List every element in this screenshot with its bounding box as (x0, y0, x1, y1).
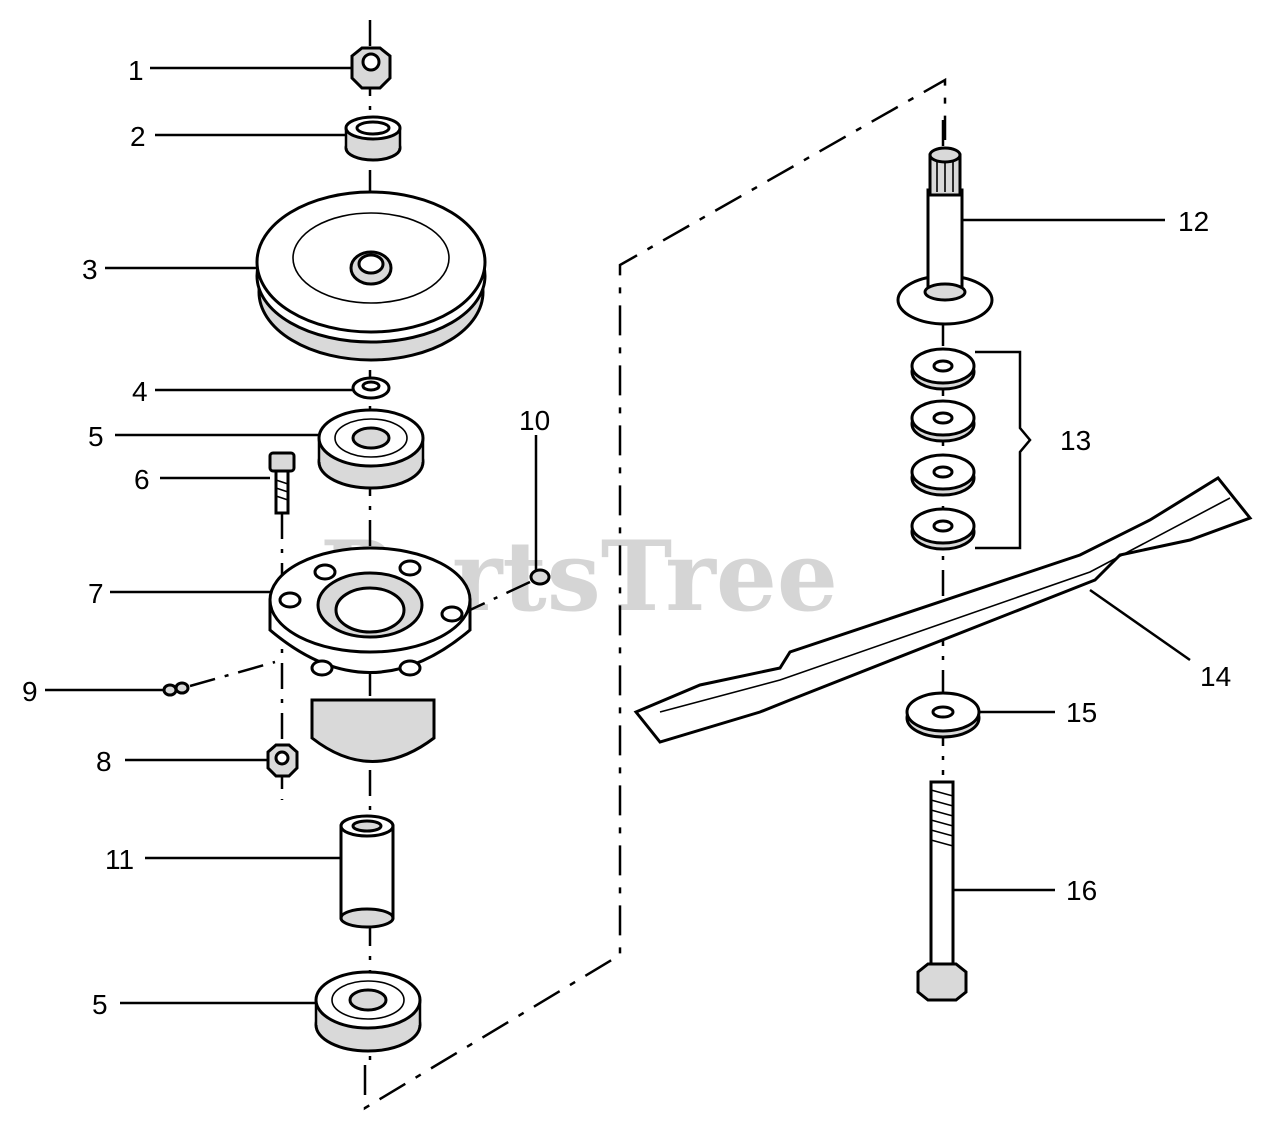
part-9-fitting (162, 660, 276, 697)
callout-1: 1 (128, 55, 144, 86)
part-11-spacer-tube (339, 814, 395, 929)
part-2-spacer (344, 115, 402, 162)
part-8-nut (266, 743, 299, 778)
callout-6: 6 (134, 464, 150, 495)
part-14-blade (633, 476, 1253, 744)
callout-9: 9 (22, 676, 38, 707)
callout-3: 3 (82, 254, 98, 285)
part-13-washers (910, 347, 1032, 551)
part-5-bearing-upper (317, 408, 425, 490)
callout-15: 15 (1066, 697, 1097, 728)
part-7-spindle-housing (268, 546, 472, 763)
callout-12: 12 (1178, 206, 1209, 237)
callout-10: 10 (519, 405, 550, 436)
callout-2: 2 (130, 121, 146, 152)
callout-5-upper: 5 (88, 421, 104, 452)
callout-14: 14 (1200, 661, 1231, 692)
callout-11: 11 (105, 844, 134, 875)
part-15-washer (905, 691, 981, 739)
part-4-washer (351, 376, 391, 400)
assembly-connector-line (363, 77, 947, 1111)
part-5-bearing-lower (314, 970, 422, 1053)
callout-16: 16 (1066, 875, 1097, 906)
part-3-pulley (255, 190, 487, 362)
callout-7: 7 (88, 578, 104, 609)
callout-13: 13 (1060, 425, 1091, 456)
part-1-nut (350, 46, 392, 90)
part-16-bolt (916, 780, 968, 1002)
leader-lines (45, 66, 1191, 1005)
callout-4: 4 (132, 376, 148, 407)
callout-5-lower: 5 (92, 989, 108, 1020)
part-12-spindle-shaft (896, 146, 994, 326)
callout-8: 8 (96, 746, 112, 777)
part-10-fitting (469, 568, 551, 612)
